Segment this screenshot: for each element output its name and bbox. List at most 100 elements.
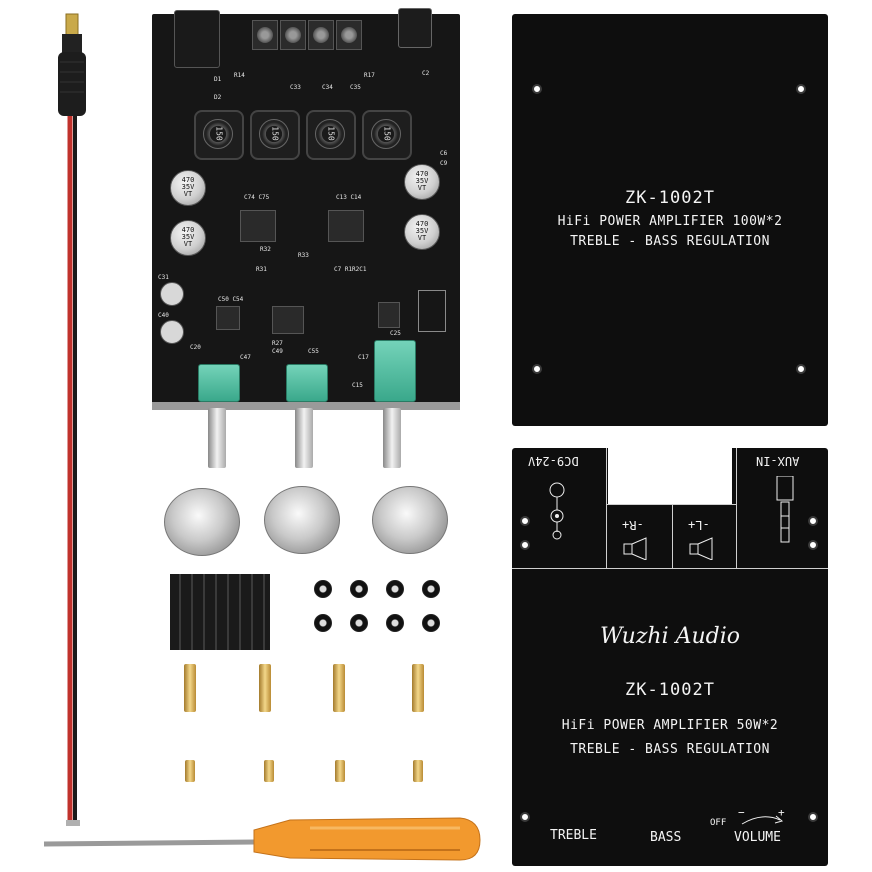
volume-knob (372, 486, 448, 554)
mount-hole (808, 516, 818, 526)
inductor-1: 150 (194, 110, 244, 160)
bass-label: BASS (650, 830, 682, 845)
top-cover-panel: ZK-1002T HiFi POWER AMPLIFIER 100W*2 TRE… (512, 14, 828, 426)
standoff-4 (412, 664, 424, 712)
silk-r14: R14 (234, 72, 245, 79)
pcb-edge (152, 402, 460, 410)
aux-jack (398, 8, 432, 48)
dsp-chip (216, 306, 240, 330)
screw-2 (264, 760, 274, 782)
volume-shaft (383, 408, 401, 468)
nut-6 (350, 614, 368, 632)
panel-divider (736, 448, 737, 568)
nut-5 (314, 614, 332, 632)
nut-4 (422, 580, 440, 598)
silk-c34: C34 (322, 84, 333, 91)
mount-hole (532, 364, 542, 374)
silk-c25: C25 (390, 330, 401, 337)
aux-label: AUX-IN (756, 454, 800, 468)
silk-r17: R17 (364, 72, 375, 79)
screw-4 (413, 760, 423, 782)
volume-pot (374, 340, 416, 402)
silk-c9: C9 (440, 160, 448, 167)
silk-c20: C20 (190, 344, 201, 351)
treble-label: TREBLE (550, 828, 597, 843)
nut-1 (314, 580, 332, 598)
speaker-left-icon (689, 537, 713, 560)
mount-hole (808, 540, 818, 550)
silk-c47: C47 (240, 354, 251, 361)
inductor-4: 150 (362, 110, 412, 160)
capacitor-2: 470 35V VT (170, 220, 206, 256)
screwdriver (43, 817, 481, 861)
treble-knob (164, 488, 240, 556)
volume-arrow-icon (741, 815, 784, 825)
speaker-terminal-4 (336, 20, 362, 50)
silk-c50c54: C50 C54 (218, 296, 244, 303)
silk-c35: C35 (350, 84, 361, 91)
silk-d2: D2 (214, 94, 222, 101)
capacitor-1: 470 35V VT (170, 170, 206, 206)
standoff-2 (259, 664, 271, 712)
bass-pot (286, 364, 328, 402)
dc-label: DC9-24V (528, 454, 579, 468)
screw-3 (335, 760, 345, 782)
volume-minus-label: − (738, 806, 745, 819)
panel-bottom-model: ZK-1002T (625, 680, 715, 700)
mount-hole (796, 364, 806, 374)
bass-shaft (295, 408, 313, 468)
silk-c15: C15 (352, 382, 363, 389)
panel-top-line1: HiFi POWER AMPLIFIER 100W*2 (557, 214, 783, 229)
panel-top-line2: TREBLE - BASS REGULATION (570, 234, 770, 249)
right-channel-label: -R+ (622, 518, 644, 532)
inductor-2: 150 (250, 110, 300, 160)
standoff-3 (333, 664, 345, 712)
mount-hole (520, 516, 530, 526)
brand-logo: Wuzhi Audio (599, 624, 741, 649)
bt-antenna (418, 290, 446, 332)
dc-polarity-icon (549, 482, 565, 540)
bottom-cover-panel: DC9-24V AUX-IN -R+ -L+ Wuzhi Audio ZK-10… (512, 446, 828, 866)
mount-hole (796, 84, 806, 94)
dc-jack (174, 10, 220, 68)
silk-c74c75: C74 C75 (244, 194, 270, 201)
silk-r31: R31 (256, 266, 267, 273)
small-cap-2 (160, 320, 184, 344)
nut-2 (350, 580, 368, 598)
silk-c33: C33 (290, 84, 301, 91)
speaker-terminal-1 (252, 20, 278, 50)
panel-top-model: ZK-1002T (625, 188, 715, 208)
panel-divider (606, 504, 736, 505)
speaker-right-icon (623, 537, 647, 560)
mount-hole (532, 84, 542, 94)
panel-divider (606, 448, 607, 568)
nut-7 (386, 614, 404, 632)
panel-cutout (608, 446, 732, 504)
silk-c6: C6 (440, 150, 448, 157)
aux-jack-icon (776, 476, 794, 543)
mount-hole (520, 540, 530, 550)
left-channel-label: -L+ (688, 518, 710, 532)
silk-c13c14: C13 C14 (336, 194, 362, 201)
amp-chip-left (240, 210, 276, 242)
off-label: OFF (710, 818, 727, 828)
silk-r32: R32 (260, 246, 271, 253)
panel-divider (672, 504, 673, 568)
silk-c55: C55 (308, 348, 319, 355)
capacitor-3: 470 35V VT (404, 164, 440, 200)
mount-hole (808, 812, 818, 822)
treble-shaft (208, 408, 226, 468)
silk-c49: C49 (272, 348, 283, 355)
panel-bottom-line2: TREBLE - BASS REGULATION (570, 742, 770, 757)
silk-c7: C7 R1R2C1 (334, 266, 367, 273)
inductor-3: 150 (306, 110, 356, 160)
mount-hole (520, 812, 530, 822)
treble-pot (198, 364, 240, 402)
panel-bottom-line1: HiFi POWER AMPLIFIER 50W*2 (561, 718, 779, 733)
amp-chip-right (328, 210, 364, 242)
silk-r33: R33 (298, 252, 309, 259)
amplifier-pcb: 150 150 150 150 470 35V VT 470 35V VT 47… (152, 8, 460, 410)
silk-c17: C17 (358, 354, 369, 361)
volume-plus-label: + (778, 806, 785, 819)
